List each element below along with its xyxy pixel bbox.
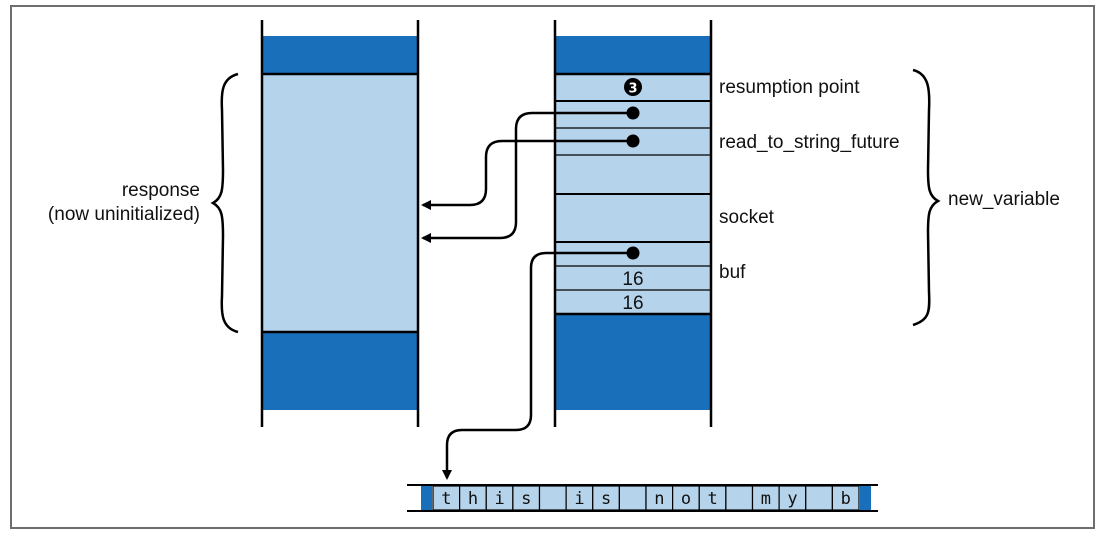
byte-cell-char: s	[601, 489, 611, 509]
byte-cell	[432, 485, 461, 511]
response-status-label: (now uninitialized)	[48, 204, 200, 225]
byte-cell	[831, 485, 860, 511]
byte-cell	[725, 485, 754, 511]
byte-cell-char: i	[494, 489, 504, 509]
left-column-bottom-region	[262, 332, 418, 410]
right-column: 3 16 16	[553, 20, 713, 427]
right-brace-icon	[912, 68, 941, 327]
byte-buffer-right-cap	[860, 486, 871, 510]
byte-cell	[485, 485, 514, 511]
response-label: response	[122, 180, 200, 201]
byte-cell-char: n	[654, 489, 664, 509]
byte-cell-char: s	[521, 489, 531, 509]
figure-frame	[10, 5, 1095, 529]
byte-cell-char: t	[707, 489, 717, 509]
left-column	[260, 20, 420, 427]
byte-cell	[751, 485, 780, 511]
pointer-arrow-read-future-2	[421, 139, 633, 210]
buf-length-value: 16	[622, 269, 643, 290]
byte-cell-char: o	[681, 489, 691, 509]
byte-cell	[672, 485, 700, 511]
byte-cell-char: y	[787, 489, 797, 509]
pointer-arrow-buf	[442, 251, 633, 480]
pointer-dot	[626, 246, 640, 260]
socket-label: socket	[719, 207, 775, 228]
byte-cell	[592, 485, 620, 511]
pointer-arrow-read-future-1	[421, 111, 633, 243]
byte-cell	[645, 485, 674, 511]
byte-cell	[618, 485, 647, 511]
right-column-top-region	[555, 36, 711, 74]
callout-3-icon	[624, 78, 642, 96]
left-column-response-region	[262, 74, 418, 332]
byte-cell-char: h	[468, 489, 478, 509]
resumption-point-label: resumption point	[719, 77, 860, 98]
left-brace-icon	[210, 72, 239, 334]
byte-buffer-left-cap	[421, 486, 432, 510]
byte-cell-char: b	[841, 489, 851, 509]
byte-cell	[778, 485, 807, 511]
pointer-dot	[626, 134, 640, 148]
right-column-bottom-region	[555, 314, 711, 410]
byte-cell-char: t	[441, 489, 451, 509]
byte-cell-char: i	[574, 489, 584, 509]
read-to-string-future-label: read_to_string_future	[719, 132, 900, 153]
buf-capacity-value: 16	[622, 293, 643, 314]
new-variable-label: new_variable	[948, 189, 1060, 210]
byte-cell-char: m	[761, 489, 771, 509]
buf-label: buf	[719, 262, 746, 283]
callout-3-number: 3	[628, 82, 637, 97]
pointer-dot	[626, 106, 640, 120]
byte-cell	[459, 485, 487, 511]
left-column-top-region	[262, 36, 418, 74]
byte-cell	[538, 485, 567, 511]
byte-cell	[805, 485, 833, 511]
byte-cell	[512, 485, 541, 511]
